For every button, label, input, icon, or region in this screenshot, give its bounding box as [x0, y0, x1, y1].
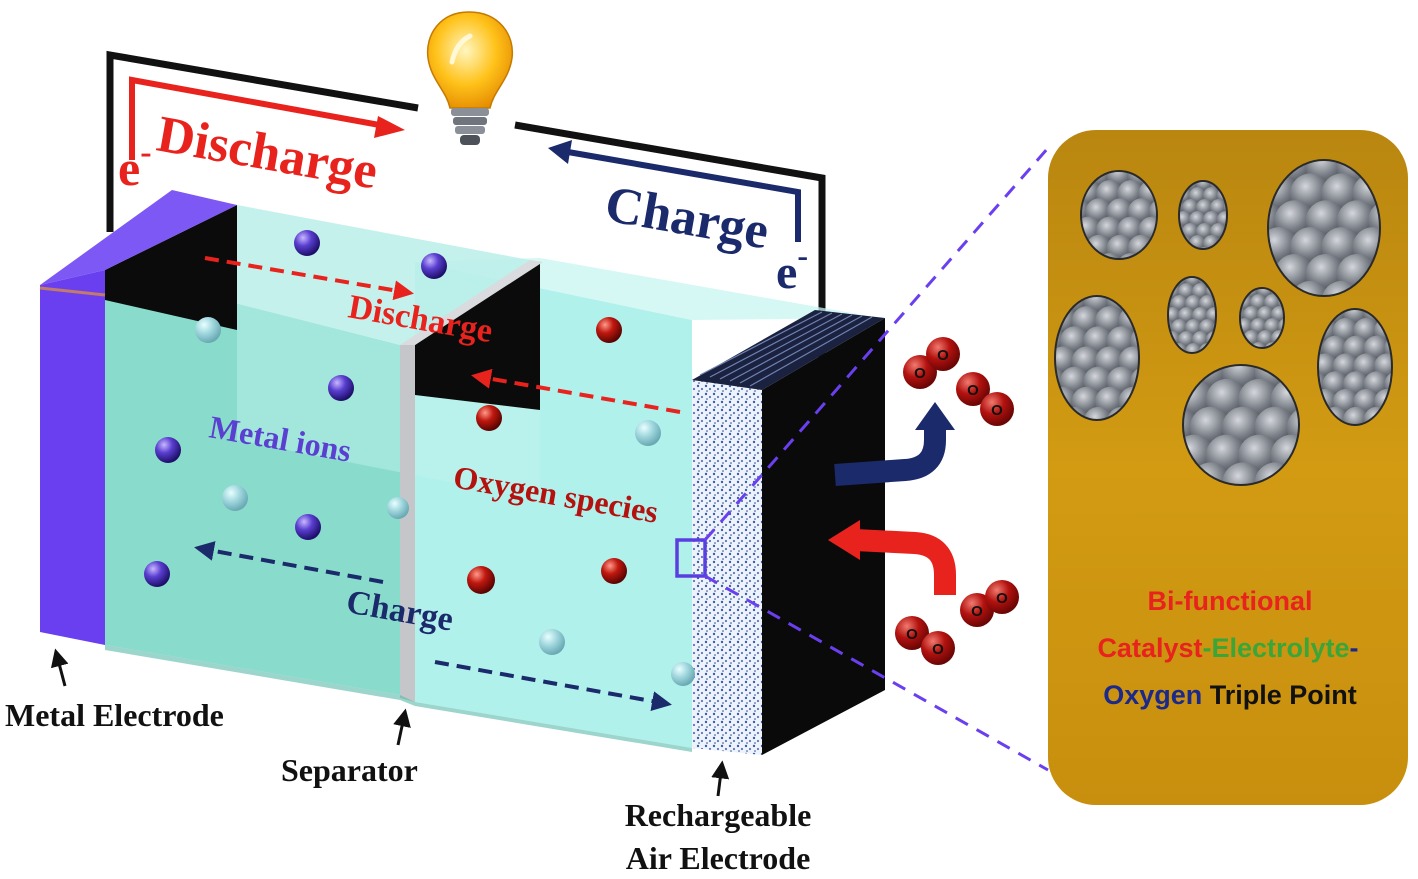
- separator-label: Separator: [281, 752, 418, 788]
- svg-text:O: O: [971, 603, 983, 620]
- discharge-circuit-arrow: [129, 76, 386, 160]
- zoom-line-top: [703, 147, 1050, 541]
- electron-left-label: e-: [118, 134, 152, 196]
- charge-arrowhead: [548, 140, 572, 164]
- metal-ion-faint: [195, 317, 221, 343]
- air-electrode: [692, 380, 762, 755]
- o2-molecule: O O: [960, 580, 1019, 627]
- metal-ion: [294, 230, 320, 256]
- discharge-arrowhead: [374, 116, 405, 138]
- metal-ion: [155, 437, 181, 463]
- triple-point-panel: Bi-functional Catalyst-Electrolyte- Oxyg…: [1048, 130, 1408, 805]
- oxygen-release-arrow: [834, 425, 946, 486]
- metal-ion: [421, 253, 447, 279]
- triple-point-line3: Oxygen Triple Point: [1103, 680, 1357, 710]
- catalyst-atom: [1343, 406, 1370, 425]
- charge-circuit-arrow: [567, 149, 801, 242]
- separator: [400, 345, 415, 702]
- svg-text:O: O: [937, 347, 949, 364]
- oxygen-particle-faint: [671, 662, 695, 686]
- oxygen-molecules: O O O O O O O O: [895, 337, 1019, 665]
- svg-text:O: O: [967, 382, 979, 399]
- charge-ion-arrow: [194, 541, 384, 584]
- electrolyte-left-chamber: [105, 270, 400, 695]
- metal-ion-faint: [387, 497, 409, 519]
- svg-text:O: O: [906, 626, 918, 643]
- oxygen-particle: [596, 317, 622, 343]
- oxygen-particle: [476, 405, 502, 431]
- svg-text:O: O: [991, 402, 1003, 419]
- circuit-wire-left: [106, 50, 419, 232]
- o2-molecule: O O: [895, 616, 955, 665]
- discharge-oxygen-arrow: [471, 368, 681, 414]
- oxygen-species-particles: [467, 317, 695, 686]
- svg-text:O: O: [932, 641, 944, 658]
- metal-electrode: [40, 270, 105, 645]
- oxygen-particle-faint: [635, 420, 661, 446]
- catalyst-atom: [1083, 406, 1114, 420]
- external-circuit: [106, 50, 826, 360]
- circuit-charge-label: Charge: [601, 176, 773, 261]
- charge-oxygen-arrow: [434, 660, 672, 712]
- o2-molecule: O O: [956, 372, 1014, 426]
- metal-ion: [328, 375, 354, 401]
- svg-text:O: O: [996, 590, 1008, 607]
- metal-ions: [144, 230, 447, 587]
- zoom-line-bottom: [704, 574, 1049, 772]
- metal-ion-faint: [222, 485, 248, 511]
- o2-molecule: O O: [903, 337, 960, 389]
- metal-electrode-label: Metal Electrode: [5, 697, 224, 733]
- catalyst-atom: [1222, 462, 1264, 485]
- triple-point-line1: Bi-functional: [1148, 586, 1313, 616]
- triple-point-line2: Catalyst-Electrolyte-: [1097, 633, 1358, 663]
- electron-right-label: e-: [776, 237, 808, 299]
- zoom-region-box: [675, 538, 707, 578]
- metal-ion: [295, 514, 321, 540]
- oxygen-particle: [467, 566, 495, 594]
- catalyst-particle-cluster: [1178, 180, 1228, 250]
- circuit-wire-right: [514, 121, 826, 360]
- svg-text:O: O: [914, 365, 926, 382]
- oxygen-particle: [601, 558, 627, 584]
- air-electrode-label-line1: Rechargeable: [625, 797, 812, 833]
- oxygen-intake-arrow: [854, 529, 956, 595]
- oxygen-particle-faint: [539, 629, 565, 655]
- air-electrode-label-line2: Air Electrode: [626, 840, 811, 876]
- light-bulb-icon: [426, 11, 514, 145]
- metal-ion: [144, 561, 170, 587]
- discharge-ion-arrow: [204, 256, 414, 301]
